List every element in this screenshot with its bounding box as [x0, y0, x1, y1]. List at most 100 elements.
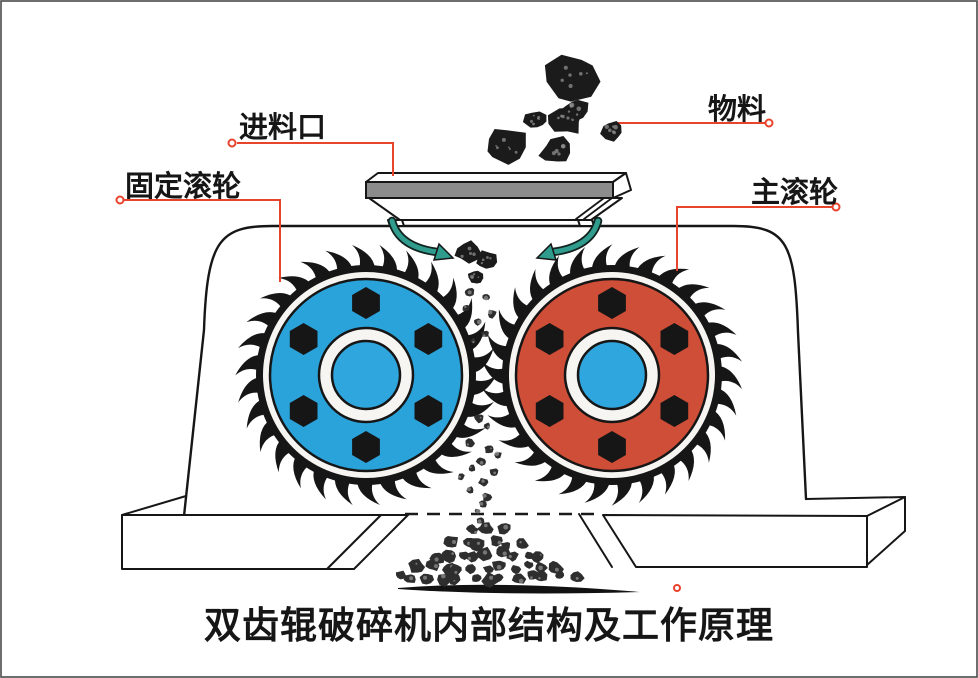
speckle: [568, 73, 572, 77]
speckle: [557, 152, 561, 156]
rock: [516, 538, 529, 549]
rock-blob: [544, 54, 601, 102]
speckle: [474, 531, 478, 534]
speckle: [532, 122, 535, 126]
bolt-hexagon: [289, 323, 318, 355]
speckle: [497, 540, 502, 545]
bolt-hexagon: [414, 323, 443, 355]
speckle: [561, 143, 566, 149]
speckle: [476, 319, 482, 325]
rock: [440, 549, 456, 564]
speckle: [508, 148, 511, 150]
speckle: [551, 151, 556, 156]
base-right-top-face-edge: [805, 496, 906, 566]
rock-blob: [419, 573, 435, 585]
speckle: [585, 72, 588, 75]
rock: [487, 129, 526, 165]
rock: [522, 111, 547, 128]
speckle: [453, 579, 456, 582]
rock-blob: [511, 573, 527, 584]
hopper-funnel: [368, 197, 623, 221]
rock: [403, 574, 416, 583]
base-right-end-edge: [578, 513, 613, 568]
bolt-hexagon: [660, 323, 689, 355]
rock: [559, 99, 589, 121]
rock: [465, 564, 476, 575]
speckle: [466, 443, 469, 446]
rock-blob: [531, 551, 544, 564]
gear-tooth: [482, 361, 506, 384]
rock: [467, 270, 484, 284]
rock-blob: [462, 304, 470, 311]
speckle: [472, 252, 476, 256]
bolt-hexagon: [660, 395, 689, 427]
rock-blob: [480, 330, 489, 337]
speckle: [466, 487, 471, 492]
callout-fixed-roller: 固定滚轮: [115, 169, 281, 282]
speckle: [434, 557, 439, 562]
flow-arrows: [387, 216, 603, 261]
speckle: [490, 447, 492, 450]
callout-material: 物料: [613, 93, 774, 128]
hopper-plate-top-face: [365, 172, 627, 183]
speckle: [575, 576, 579, 580]
gear-tooth: [238, 377, 262, 403]
speckle: [441, 573, 446, 579]
rock-blob: [395, 570, 406, 580]
rock: [476, 517, 485, 524]
speckle: [489, 257, 492, 260]
speckle: [482, 493, 487, 498]
label-material: 物料: [708, 93, 766, 126]
rock-blob: [524, 560, 534, 569]
rock: [492, 560, 506, 571]
rock: [600, 121, 622, 142]
speckle: [467, 246, 472, 251]
rock-blob: [487, 129, 526, 165]
main-roller-gear: [481, 244, 743, 506]
speckle: [539, 553, 542, 556]
label-feed-inlet: 进料口: [239, 111, 326, 144]
gear-tooth: [334, 476, 353, 506]
gear-tooth: [614, 247, 640, 271]
speckle: [538, 565, 543, 571]
rock-blob: [454, 240, 482, 264]
callout-main-roller: 主滚轮: [676, 175, 841, 271]
rock: [476, 250, 498, 269]
rock: [465, 551, 479, 563]
speckle: [501, 137, 506, 142]
base-right-front-face: [602, 514, 868, 568]
speckle: [473, 273, 476, 276]
speckle: [493, 471, 497, 475]
leader-line-feed-inlet: [237, 142, 394, 176]
base-block-left: [121, 495, 409, 570]
speckle: [454, 570, 458, 574]
gear-tooth: [481, 388, 511, 407]
hopper-plate-front: [365, 181, 614, 199]
rock-blob: [490, 535, 503, 547]
speckle: [482, 334, 486, 337]
pile-shadow: [398, 584, 640, 594]
rock: [544, 54, 601, 102]
speckle: [452, 540, 456, 544]
rock-blob: [465, 524, 476, 534]
rock: [476, 522, 494, 534]
speckle: [479, 502, 484, 506]
rock: [534, 570, 548, 582]
rock: [524, 551, 534, 559]
rock: [473, 414, 484, 424]
rock-blob: [510, 565, 522, 574]
speckle: [481, 479, 485, 483]
rock-blob: [469, 538, 485, 552]
rock: [465, 438, 475, 448]
rock-blob: [524, 551, 534, 559]
speckle: [537, 115, 541, 119]
shadow-streak: [398, 584, 640, 594]
speckle: [518, 578, 524, 584]
material-entering-rocks: [454, 240, 498, 344]
rock: [482, 294, 491, 301]
speckle: [514, 150, 518, 154]
speckle: [458, 475, 462, 479]
rock: [478, 477, 489, 487]
speckle: [560, 78, 564, 83]
